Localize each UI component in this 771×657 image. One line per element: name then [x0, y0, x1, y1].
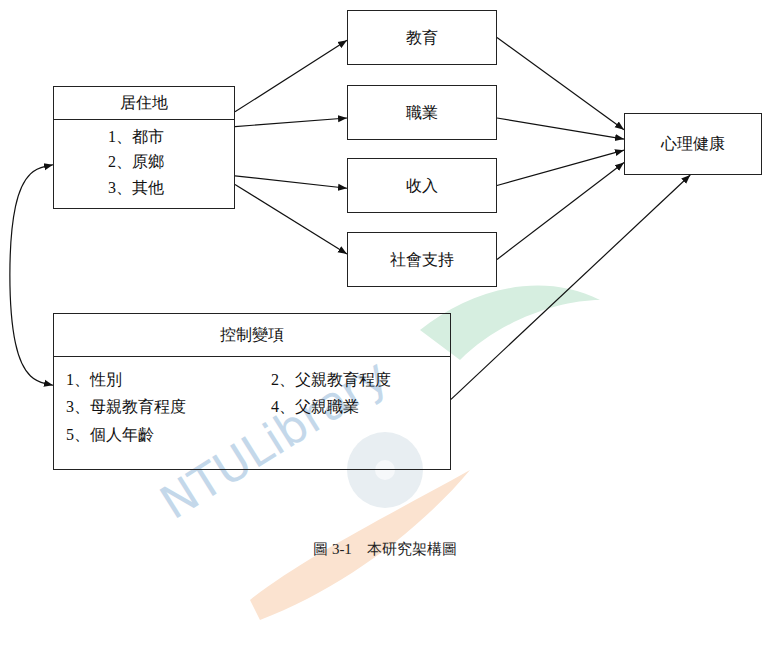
mediator-box: 教育 — [347, 10, 497, 65]
mediator-box: 職業 — [347, 85, 497, 140]
arrow-connector — [497, 163, 624, 260]
list-item: 3、其他 — [108, 177, 220, 199]
box-label: 教育 — [406, 27, 438, 49]
arrow-connector — [235, 40, 347, 112]
arrow-connector — [451, 175, 690, 399]
arrow-connector — [497, 118, 624, 139]
box-label: 收入 — [406, 175, 438, 197]
logo-disc — [375, 460, 395, 480]
list-item: 5、個人年齡 — [66, 424, 231, 446]
list-item: 1、性別 — [66, 369, 231, 391]
figure-caption: 圖 3-1 本研究架構圖 — [313, 540, 457, 559]
box-label: 社會支持 — [390, 249, 454, 271]
arrow-connector — [235, 118, 347, 127]
box-heading: 居住地 — [54, 87, 234, 120]
factor-box: 居住地 1、都市 2、原鄉 3、其他 — [53, 86, 235, 209]
list-item: 3、母親教育程度 — [66, 396, 231, 418]
box-heading: 控制變項 — [54, 314, 450, 357]
mediator-box: 社會支持 — [347, 232, 497, 287]
list-item: 1、都市 — [108, 126, 220, 148]
outcome-box: 心理健康 — [624, 113, 762, 175]
arrow-connector — [235, 184, 347, 254]
arrow-connector — [497, 150, 624, 185]
box-label: 心理健康 — [661, 133, 725, 155]
box-body: 1、都市 2、原鄉 3、其他 — [54, 120, 234, 208]
list-item: 4、父親職業 — [271, 396, 436, 418]
list-item: 2、原鄉 — [108, 151, 220, 173]
arrow-connector — [497, 38, 624, 130]
mediator-box: 收入 — [347, 158, 497, 213]
logo-swoosh — [420, 286, 600, 360]
box-body: 1、性別 2、父親教育程度 3、母親教育程度 4、父親職業 5、個人年齡 — [54, 357, 450, 469]
control-box: 控制變項 1、性別 2、父親教育程度 3、母親教育程度 4、父親職業 5、個人年齡 — [53, 313, 451, 470]
arrow-connector — [10, 165, 53, 386]
arrow-connector — [235, 176, 347, 188]
logo-disc — [347, 432, 423, 508]
box-label: 職業 — [406, 102, 438, 124]
list-item: 2、父親教育程度 — [271, 369, 436, 391]
